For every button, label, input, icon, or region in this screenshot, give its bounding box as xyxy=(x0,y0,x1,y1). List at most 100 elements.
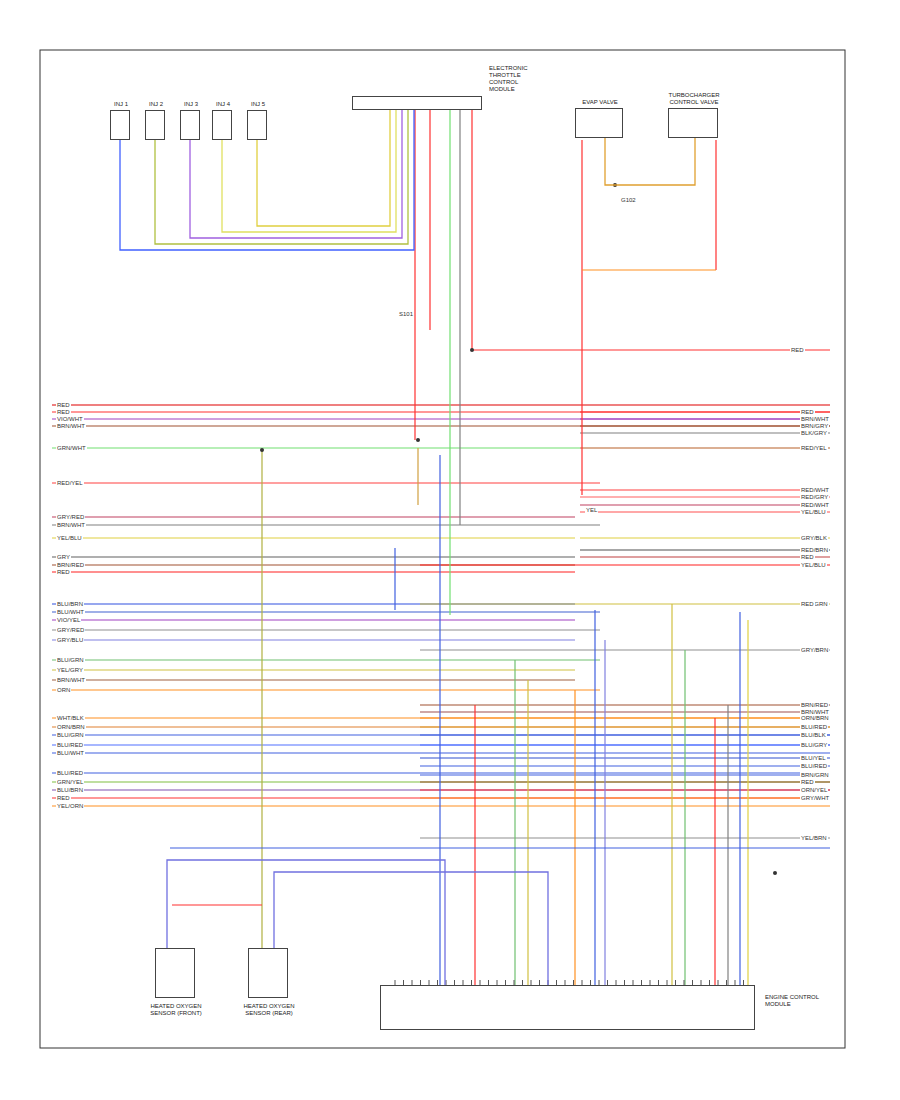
wire-color-code: YEL/BRN xyxy=(800,835,828,842)
wire xyxy=(52,537,575,538)
wire xyxy=(449,110,450,615)
wire xyxy=(429,110,430,330)
component-label: HEATED OXYGEN SENSOR (FRONT) xyxy=(138,1003,214,1017)
injector-connector: INJ 2 xyxy=(145,110,165,140)
wire xyxy=(52,411,830,412)
wire xyxy=(52,679,575,680)
wire xyxy=(172,904,262,905)
wire-color-code: BLU/BRN xyxy=(56,601,84,608)
wire-color-code: BLU/YEL xyxy=(800,755,827,762)
wire xyxy=(474,705,475,985)
splice-label: RED xyxy=(800,601,815,608)
wire-connector xyxy=(120,110,414,250)
control-module: ENGINE CONTROL MODULE xyxy=(380,985,755,1030)
wire-connector xyxy=(274,872,548,985)
wire-color-code: YEL/BLU xyxy=(56,535,83,542)
wire xyxy=(671,604,672,985)
sensor-connector: HEATED OXYGEN SENSOR (FRONT) xyxy=(155,948,195,998)
wire-connector xyxy=(167,860,445,985)
wire-color-code: BRN/RED xyxy=(800,702,829,709)
wire-color-code: BRN/GRN xyxy=(800,772,830,779)
page-frame xyxy=(40,50,845,1048)
wire-color-code: RED/YEL xyxy=(56,480,84,487)
wire-color-code: BLU/WHT xyxy=(56,609,85,616)
wire xyxy=(420,717,830,718)
wire xyxy=(52,669,575,670)
wire-color-code: BRN/WHT xyxy=(56,522,86,529)
component-label: TURBOCHARGER CONTROL VALVE xyxy=(663,92,725,106)
wire xyxy=(574,690,575,985)
wire xyxy=(52,726,830,727)
splice-label: YEL xyxy=(585,507,598,514)
splice-dot xyxy=(416,438,420,442)
wire-group xyxy=(52,110,830,985)
wire xyxy=(580,549,830,550)
wire-color-code: BLK/GRY xyxy=(800,430,828,437)
injector-connector: INJ 4 xyxy=(212,110,232,140)
wire xyxy=(580,447,830,448)
wire xyxy=(580,511,830,512)
wire-color-code: BLU/GRY xyxy=(800,742,828,749)
wire xyxy=(52,744,830,745)
wire xyxy=(580,504,830,505)
wire-color-code: BRN/WHT xyxy=(56,677,86,684)
wire-color-code: VIO/YEL xyxy=(56,617,81,624)
wire xyxy=(52,447,830,448)
wire-color-code: RED/WHT xyxy=(800,502,830,509)
wire-color-code: GRY/RED xyxy=(56,514,85,521)
component-label: HEATED OXYGEN SENSOR (REAR) xyxy=(231,1003,307,1017)
wire xyxy=(420,711,830,712)
wire xyxy=(527,680,528,985)
wire xyxy=(52,611,600,612)
component-label: ENGINE CONTROL MODULE xyxy=(765,994,825,1008)
injector-connector: INJ 1 xyxy=(110,110,130,140)
wire xyxy=(52,772,830,773)
wire xyxy=(52,571,575,572)
wire xyxy=(420,564,830,565)
wire xyxy=(420,757,830,758)
wire xyxy=(52,734,830,735)
wire-color-code: GRY/WHT xyxy=(800,795,830,802)
wire-color-code: BRN/WHT xyxy=(56,423,86,430)
wire-color-code: ORN/YEL xyxy=(800,787,828,794)
wire-color-code: GRY/BLK xyxy=(800,535,828,542)
wire-connector xyxy=(257,110,390,226)
wire xyxy=(394,548,395,610)
wire-color-code: BLU/RED xyxy=(800,763,828,770)
wire xyxy=(580,432,830,433)
wire xyxy=(439,455,440,985)
wire-color-code: BLU/RED xyxy=(56,742,84,749)
wire xyxy=(52,717,830,718)
wire xyxy=(580,425,830,426)
wire xyxy=(52,524,600,525)
wire-color-code: BLU/GRN xyxy=(56,732,85,739)
wire xyxy=(420,781,830,782)
wire xyxy=(52,805,830,806)
wire-color-code: GRN/WHT xyxy=(56,445,87,452)
wire xyxy=(747,620,748,985)
wire xyxy=(714,718,715,985)
wire-color-code: RED/WHT xyxy=(800,487,830,494)
note-dot xyxy=(773,871,777,875)
wire xyxy=(52,797,830,798)
wire xyxy=(727,705,728,985)
wire xyxy=(580,489,830,490)
wire-color-code: GRY/RED xyxy=(56,627,85,634)
component-connector: ELECTRONIC THROTTLE CONTROL MODULE xyxy=(352,96,482,110)
splice-label: G102 xyxy=(620,197,637,204)
component-label: INJ 3 xyxy=(171,101,211,108)
splice-dot xyxy=(470,348,474,352)
wire-color-code: RED xyxy=(56,569,71,576)
wire xyxy=(580,537,830,538)
wire xyxy=(52,556,575,557)
wire xyxy=(170,847,830,848)
wire xyxy=(472,349,830,350)
wire xyxy=(52,404,830,405)
wire-color-code: BLU/BLK xyxy=(800,732,827,739)
wire xyxy=(420,789,830,790)
wire xyxy=(52,418,830,419)
wire-color-code: BLU/RED xyxy=(800,724,828,731)
wire xyxy=(52,425,830,426)
splice-dot xyxy=(260,448,264,452)
